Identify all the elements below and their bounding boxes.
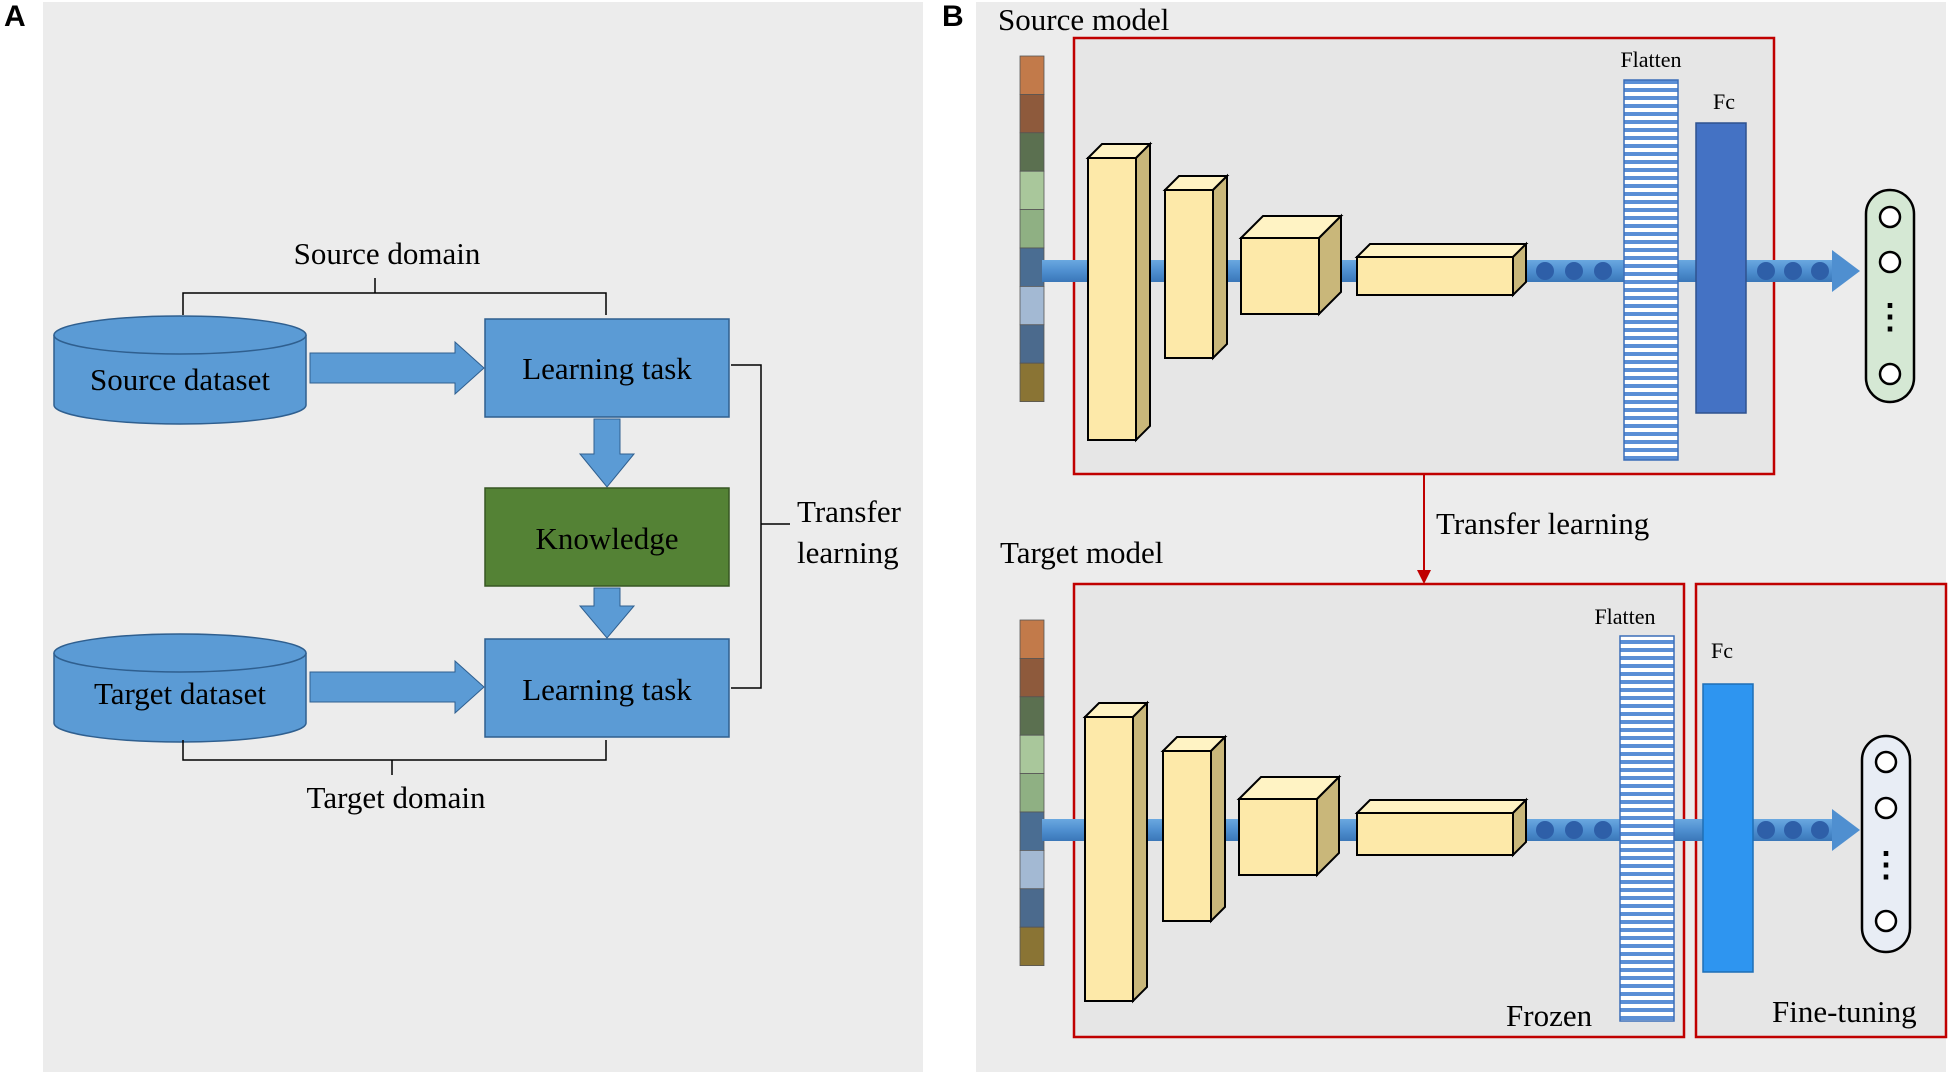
source-flatten-layer	[1623, 79, 1679, 461]
input-strip-cell	[1019, 94, 1045, 134]
panel-b-letter: B	[942, 0, 964, 33]
input-strip-cell	[1019, 324, 1045, 364]
input-strip-cell	[1019, 209, 1045, 249]
panel-a-letter: A	[4, 0, 26, 33]
input-strip-cell	[1019, 132, 1045, 172]
input-strip-cell	[1019, 850, 1045, 890]
input-strip-cell	[1019, 696, 1045, 736]
arrow-target-to-task	[309, 659, 485, 715]
target-conv-blocks	[1082, 700, 1529, 1004]
target-output-capsule	[1860, 734, 1912, 954]
input-strip-cell	[1019, 926, 1045, 967]
transfer-label-line1: Transfer	[797, 494, 902, 529]
input-strip-cell	[1019, 619, 1045, 659]
conv-block-front	[1162, 750, 1212, 922]
source-flatten-label: Flatten	[1620, 47, 1681, 72]
input-strip-cell	[1019, 285, 1045, 326]
input-strip-cell	[1019, 362, 1045, 403]
conv-block-side	[1210, 734, 1226, 924]
target-dots-2	[1757, 821, 1829, 839]
source-output-nodes	[1878, 205, 1902, 386]
source-output-capsule	[1864, 188, 1916, 404]
conv-block-front	[1356, 256, 1514, 296]
conv-block-side	[1132, 700, 1148, 1004]
conv-block-front	[1238, 798, 1318, 876]
conv-block-side	[1212, 173, 1228, 361]
target-flow-arrowhead	[1832, 809, 1860, 851]
input-strip-cell	[1019, 170, 1045, 210]
conv-block-top	[1354, 799, 1529, 814]
source-flow-arrowhead	[1832, 250, 1860, 292]
target-dots-1	[1536, 821, 1612, 839]
conv-block-top	[1354, 243, 1529, 258]
transfer-learning-bracket	[731, 364, 790, 689]
target-dataset-cylinder	[53, 633, 307, 743]
conv-block-front	[1356, 812, 1514, 856]
target-domain-label: Target domain	[307, 780, 486, 815]
source-domain-label: Source domain	[294, 236, 481, 271]
input-strip-cell	[1019, 658, 1045, 698]
target-model-label: Target model	[1000, 535, 1163, 570]
learning-task-bottom-label: Learning task	[522, 672, 692, 707]
conv-block-front	[1084, 716, 1134, 1002]
source-dots-1	[1536, 262, 1612, 280]
target-domain-bracket	[182, 740, 607, 775]
frozen-label: Frozen	[1506, 998, 1593, 1033]
source-domain-bracket	[182, 278, 607, 315]
target-fc-layer	[1702, 683, 1754, 973]
transfer-label-line2: learning	[797, 535, 899, 570]
arrow-knowledge-to-task	[578, 587, 636, 639]
source-dataset-cylinder	[53, 315, 307, 425]
conv-block-front	[1240, 237, 1320, 315]
transfer-learning-label: Transfer learning	[1436, 506, 1649, 541]
learning-task-top-label: Learning task	[522, 351, 692, 386]
source-output-ellipsis: ⋮	[1873, 299, 1907, 336]
knowledge-box	[484, 487, 730, 587]
transfer-connector-arrowhead	[1417, 570, 1431, 584]
input-strip-cell	[1019, 734, 1045, 775]
source-model-label: Source model	[998, 2, 1169, 37]
panel-a: Source domain Source dataset Learning ta…	[43, 2, 923, 1072]
learning-task-bottom-box	[484, 638, 730, 738]
source-input-strip	[1019, 55, 1045, 403]
fine-tuning-label: Fine-tuning	[1772, 994, 1917, 1029]
input-strip-cell	[1019, 888, 1045, 928]
input-strip-cell	[1019, 55, 1045, 95]
source-dots-2	[1757, 262, 1829, 280]
learning-task-top-box	[484, 318, 730, 418]
input-strip-cell	[1019, 247, 1045, 287]
panel-b: Source model Flatten Fc	[976, 2, 1948, 1072]
arrow-task-to-knowledge	[578, 418, 636, 488]
input-strip-cell	[1019, 773, 1045, 813]
target-output-nodes	[1874, 750, 1898, 933]
source-fc-label: Fc	[1713, 89, 1735, 114]
conv-block-front	[1087, 157, 1137, 441]
source-dataset-label: Source dataset	[90, 362, 270, 397]
conv-block-front	[1164, 189, 1214, 359]
target-output-ellipsis: ⋮	[1869, 847, 1903, 884]
target-flatten-layer	[1619, 635, 1675, 1022]
source-conv-blocks	[1085, 141, 1529, 443]
target-flatten-label: Flatten	[1594, 604, 1655, 629]
source-fc-layer	[1695, 122, 1747, 414]
input-strip-cell	[1019, 811, 1045, 851]
conv-block-side	[1135, 141, 1151, 443]
arrow-source-to-task	[309, 340, 485, 396]
panel-a-background	[43, 2, 923, 1072]
knowledge-label: Knowledge	[536, 521, 679, 556]
target-fc-label: Fc	[1711, 638, 1733, 663]
target-dataset-label: Target dataset	[94, 676, 266, 711]
target-input-strip	[1019, 619, 1045, 967]
